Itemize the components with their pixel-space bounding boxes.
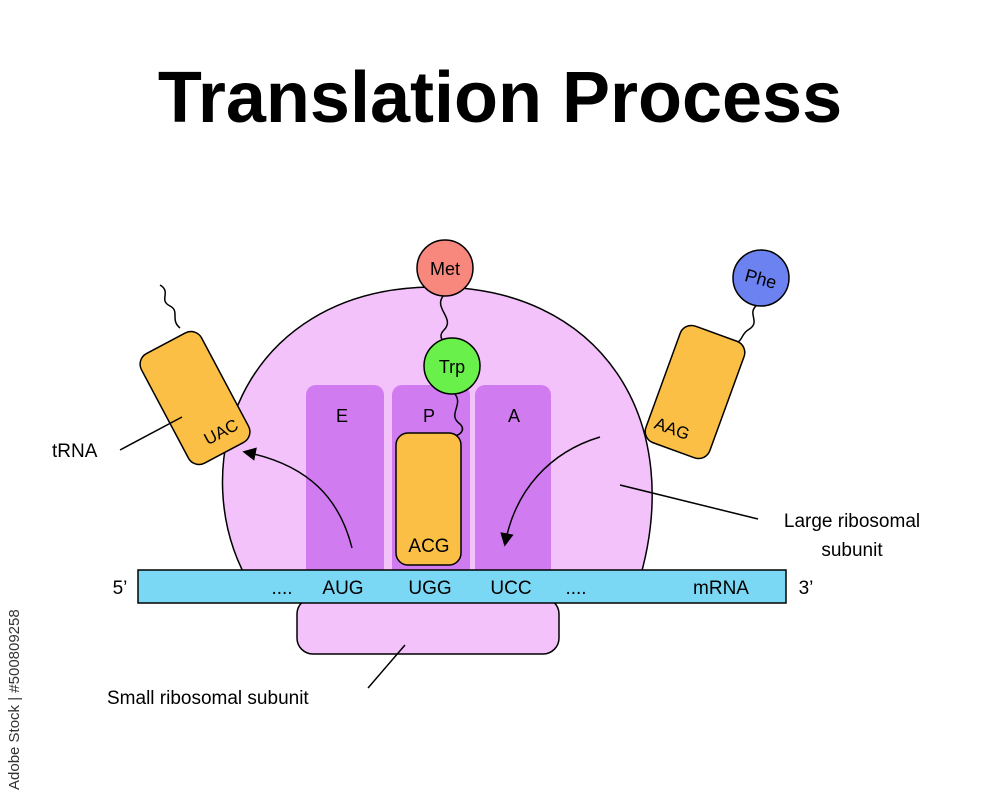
small-subunit-label: Small ribosomal subunit xyxy=(107,688,309,709)
stock-watermark: Adobe Stock | #500809258 xyxy=(6,609,23,790)
mrna-dots-left: .... xyxy=(271,578,292,599)
mrna-five-prime: 5’ xyxy=(113,578,128,599)
small-ribosomal-subunit xyxy=(296,597,560,655)
exiting-trna: UAC xyxy=(139,330,251,466)
trp-amino-acid: Trp xyxy=(423,337,481,395)
large-subunit-label-line1: Large ribosomal xyxy=(784,511,920,532)
mrna-strand xyxy=(137,569,787,604)
large-subunit-label-line2: subunit xyxy=(821,540,883,561)
trna-leader-line xyxy=(119,416,183,451)
a-site-label: A xyxy=(508,406,520,426)
mrna-three-prime: 3’ xyxy=(799,578,814,599)
large-subunit-leader-line xyxy=(619,484,759,520)
met-amino-acid: Met xyxy=(416,239,474,297)
e-site-label: E xyxy=(336,406,348,426)
mrna-codon-2: UGG xyxy=(408,578,451,599)
small-subunit-leader-line xyxy=(367,644,406,689)
mrna-dots-right: .... xyxy=(565,578,586,599)
p-site-label: P xyxy=(423,406,435,426)
mrna-codon-1: AUG xyxy=(322,578,363,599)
phe-trna-link xyxy=(731,304,758,345)
p-site-trna-anticodon: ACG xyxy=(408,536,449,557)
entry-arrow xyxy=(500,436,601,547)
page-title: Translation Process xyxy=(157,58,843,138)
trp-trna-link xyxy=(451,391,464,437)
mrna-label: mRNA xyxy=(693,578,749,599)
a-site-channel xyxy=(475,385,551,585)
exiting-trna-tail xyxy=(159,284,181,329)
mrna-codon-3: UCC xyxy=(490,578,531,599)
p-site-trna: ACG xyxy=(395,432,462,566)
incoming-trna: AAG xyxy=(644,324,746,460)
met-label: Met xyxy=(430,259,460,279)
e-site-channel xyxy=(306,385,384,585)
phe-amino-acid: Phe xyxy=(732,249,790,307)
trp-label: Trp xyxy=(439,357,465,377)
exit-arrow xyxy=(242,447,353,549)
trna-callout-label: tRNA xyxy=(52,441,98,462)
